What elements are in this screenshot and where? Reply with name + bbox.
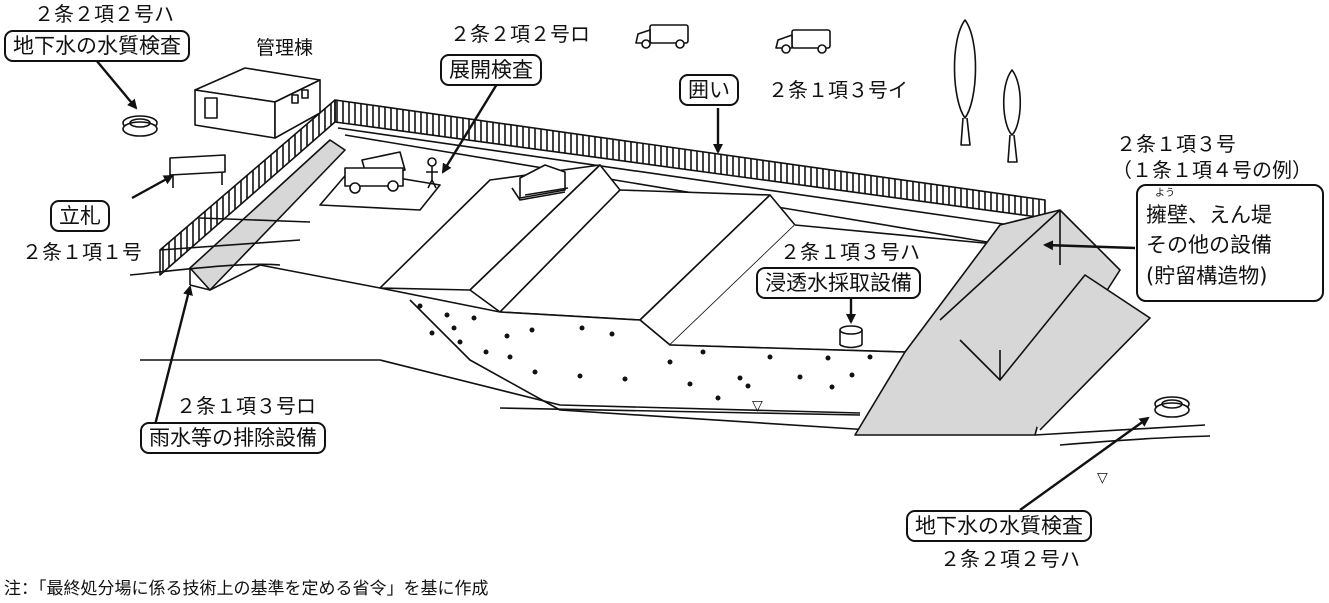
fence-label: 囲い (679, 74, 739, 106)
retaining-ruby: よう (1155, 188, 1175, 199)
retaining-title-3: (貯留構造物) (1146, 264, 1268, 288)
leachate-sampler (839, 325, 863, 349)
arrow-open-inspect (441, 83, 499, 174)
gw-bottom-code: ２条２項２号ハ (940, 547, 1080, 571)
landfill-basin (209, 264, 906, 431)
retaining-code-example: （１条１項４号の例） (1112, 158, 1312, 182)
dump-truck (344, 151, 406, 194)
signboard (169, 154, 226, 188)
worker (426, 157, 438, 189)
gw-well-bottom (1154, 396, 1190, 418)
admin-building-label: 管理棟 (256, 37, 314, 59)
signboard-label: 立札 (50, 200, 110, 232)
truck-top-2 (775, 29, 831, 54)
water-level-mark-2: ▽ (1097, 470, 1108, 486)
retaining-code: ２条１項３号 (1116, 132, 1236, 156)
rain-code: ２条１項３号ロ (176, 394, 316, 418)
truck-top-1 (635, 24, 689, 49)
tree-1 (953, 19, 977, 146)
arrow-gw-bottom (1019, 416, 1150, 511)
rain-label: 雨水等の排除設備 (140, 422, 326, 454)
fence-left (159, 99, 336, 276)
gw-top-code: ２条２項２号ハ (34, 2, 174, 26)
arrow-gw-top (95, 59, 138, 110)
waste-dots (417, 303, 873, 401)
arrow-signboard (131, 174, 174, 200)
retaining-title-1: 擁壁、えん堤 (1146, 203, 1272, 227)
open-inspect-code: ２条２項２号ロ (450, 22, 590, 46)
bulldozer (511, 164, 569, 201)
arrow-retaining (1043, 240, 1136, 251)
open-inspect-label: 展開検査 (440, 54, 542, 86)
water-level-mark-1: ▽ (752, 398, 763, 414)
footnote: 注：「最終処分場に係る技術上の基準を定める省令」を基に作成 (4, 579, 489, 599)
seepage-code: ２条１項３号ハ (780, 240, 920, 264)
admin-building (194, 67, 321, 139)
ground-line (140, 359, 861, 414)
fence-code: ２条１項３号イ (768, 78, 908, 102)
arrow-rain (153, 285, 193, 426)
signboard-code: ２条１項１号 (22, 240, 142, 264)
retaining-label-box (1136, 184, 1324, 302)
tree-2 (1002, 69, 1022, 163)
gw-bottom-label: 地下水の水質検査 (906, 510, 1092, 542)
retaining-title-2: その他の設備 (1146, 233, 1272, 257)
seepage-label: 浸透水採取設備 (756, 267, 921, 299)
gw-well-top (122, 115, 158, 137)
gw-top-label: 地下水の水質検査 (4, 30, 190, 62)
